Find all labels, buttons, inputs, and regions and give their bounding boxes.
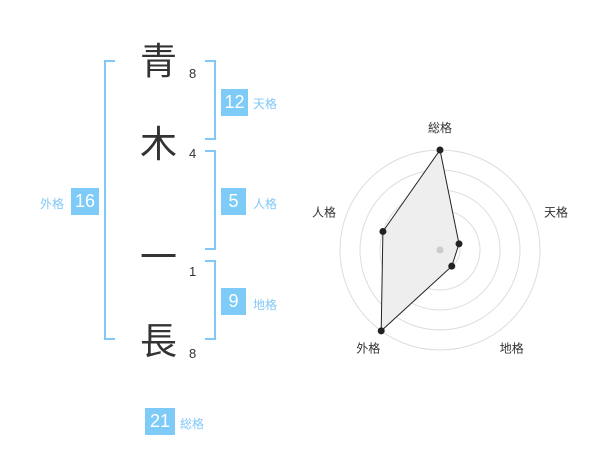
stroke-count-2: 4 [189, 146, 197, 161]
radar-center-dot [436, 246, 444, 254]
radar-point [448, 262, 456, 270]
gaikaku-value-badge: 16 [71, 188, 99, 215]
soukaku-label: 総格 [180, 417, 205, 431]
stroke-count-4: 8 [189, 346, 197, 361]
stroke-count-1: 8 [189, 66, 197, 81]
jinkaku-label: 人格 [253, 197, 278, 211]
chikaku-value-badge: 9 [221, 288, 246, 315]
chikaku-bracket [205, 260, 216, 340]
tenkaku-value-badge: 12 [221, 89, 248, 116]
radar-point [436, 146, 444, 154]
gaikaku-bracket [104, 60, 115, 340]
radar-area [380, 148, 460, 333]
jinkaku-value-badge: 5 [221, 188, 246, 215]
radar-axis-label: 人格 [312, 204, 336, 219]
radar-point [377, 327, 385, 335]
radar-axis-label: 外格 [356, 341, 380, 356]
tenkaku-bracket [205, 60, 216, 140]
tenkaku-label: 天格 [253, 97, 278, 111]
radar-axis-label: 総格 [428, 120, 452, 135]
gaikaku-label: 外格 [40, 197, 65, 211]
radar-point [455, 240, 463, 248]
radar-point [379, 227, 387, 235]
stroke-count-3: 1 [189, 264, 197, 279]
chikaku-label: 地格 [253, 298, 278, 312]
name-char-1: 青 [140, 40, 177, 83]
name-char-3: 一 [140, 236, 177, 279]
radar-points [377, 146, 463, 335]
radar-axis-label: 地格 [500, 341, 524, 356]
jinkaku-bracket [205, 150, 216, 250]
name-char-2: 木 [140, 123, 177, 166]
name-char-4: 長 [140, 320, 177, 363]
radar-axis-label: 天格 [544, 204, 568, 219]
soukaku-value-badge: 21 [145, 408, 175, 435]
